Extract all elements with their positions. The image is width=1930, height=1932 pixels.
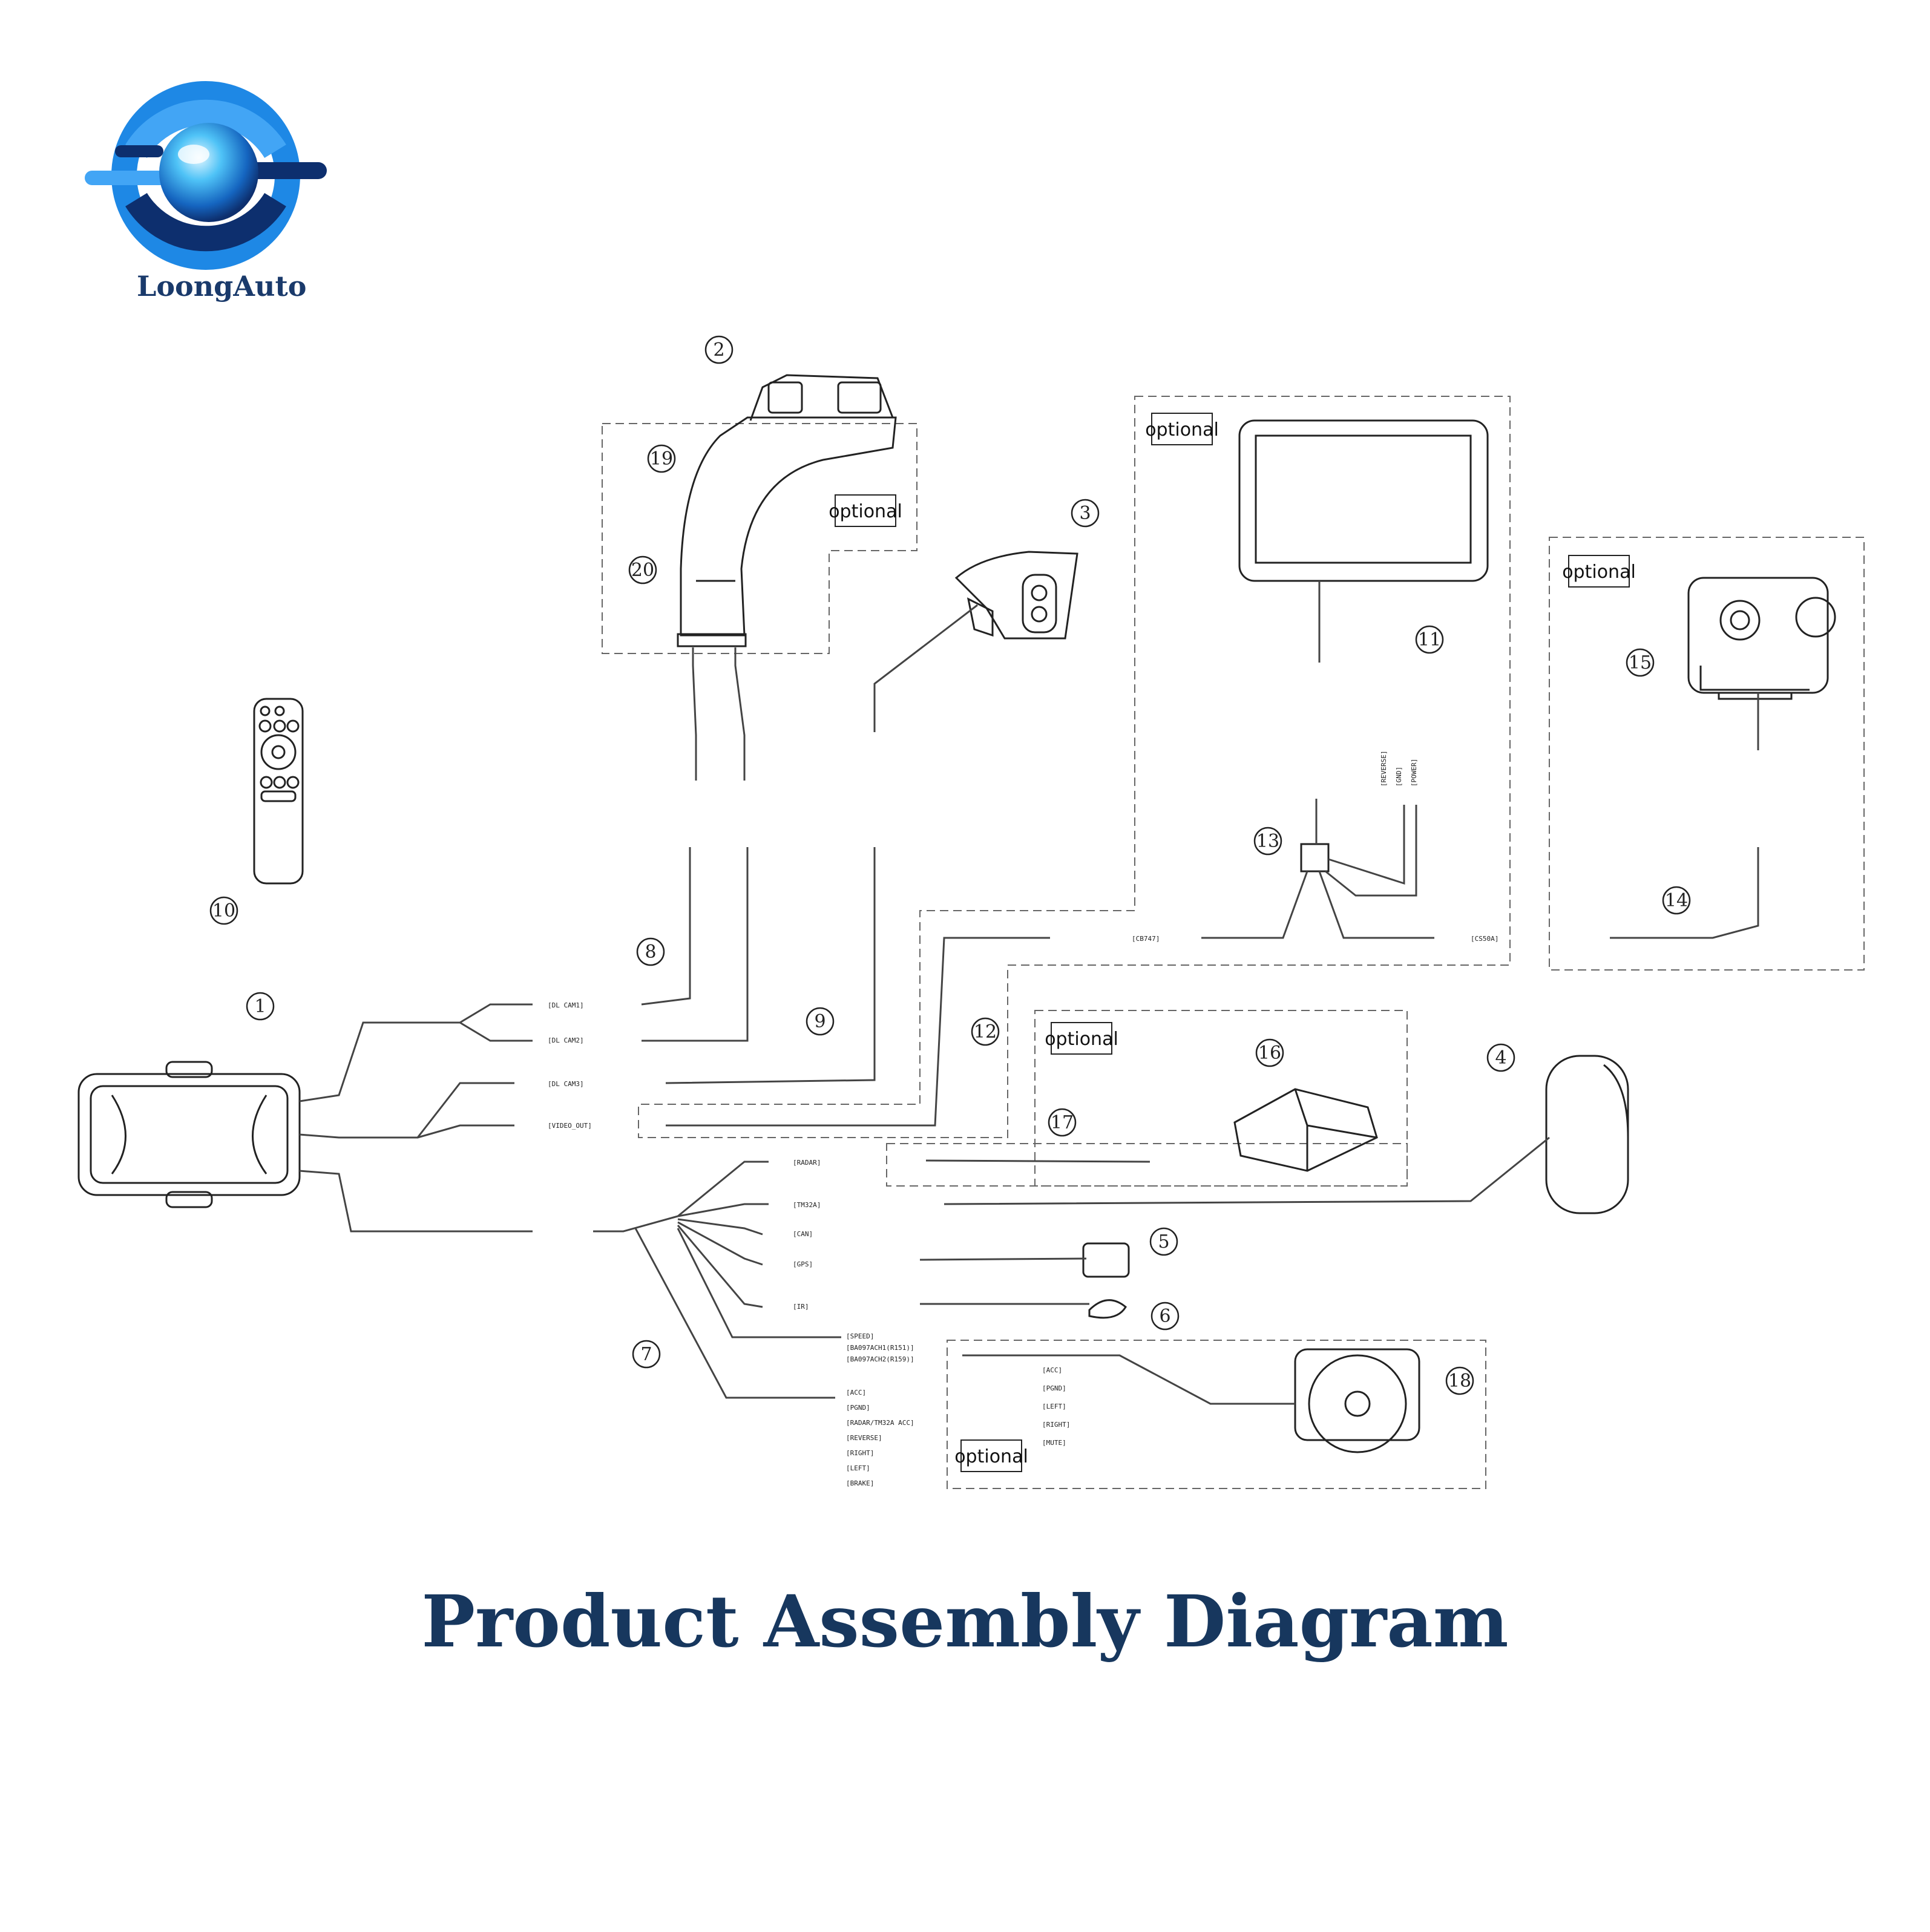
label-brake: [BRAKE] [846, 1479, 874, 1487]
callout-4: 4 [1486, 1043, 1515, 1072]
label-dl-cam1: [DL CAM1] [548, 1001, 584, 1009]
label-can: [CAN] [793, 1230, 813, 1238]
svg-text:13: 13 [1256, 831, 1279, 852]
callout-17: 17 [1048, 1108, 1077, 1137]
callout-16: 16 [1255, 1038, 1284, 1067]
label-radar-tm32a-acc: [RADAR/TM32A ACC] [846, 1419, 914, 1427]
svg-text:19: 19 [650, 448, 673, 470]
label-dl-cam2: [DL CAM2] [548, 1036, 584, 1044]
callout-1: 1 [246, 992, 275, 1021]
callout-5: 5 [1149, 1227, 1178, 1256]
svg-text:18: 18 [1448, 1370, 1471, 1392]
callout-19: 19 [647, 444, 676, 473]
svg-text:9: 9 [814, 1011, 826, 1032]
label-speaker-acc: [ACC] [1042, 1366, 1062, 1374]
side-camera [954, 551, 1078, 640]
brand-name: LoongAuto [137, 270, 307, 303]
svg-text:17: 17 [1051, 1112, 1074, 1133]
page-title: Product Assembly Diagram [421, 1579, 1509, 1663]
label-reverse: [REVERSE] [846, 1434, 882, 1442]
callout-9: 9 [806, 1007, 835, 1036]
optional-tag-handle: optional [829, 501, 902, 522]
label-radar: [RADAR] [793, 1159, 821, 1167]
svg-text:5: 5 [1158, 1231, 1169, 1253]
label-ir: [IR] [793, 1303, 809, 1311]
label-gps: [GPS] [793, 1260, 813, 1268]
label-ba097ach1: [BA097ACH1(R151)] [846, 1344, 914, 1352]
callout-11: 11 [1415, 625, 1444, 654]
svg-text:3: 3 [1079, 503, 1091, 524]
label-speaker-left: [LEFT] [1042, 1403, 1066, 1410]
label-acc: [ACC] [846, 1389, 866, 1397]
svg-text:2: 2 [713, 339, 724, 361]
optional-boxes [602, 396, 1865, 1489]
cables [299, 581, 1759, 1405]
gps-antenna [1082, 1242, 1130, 1278]
svg-text:16: 16 [1258, 1043, 1281, 1064]
label-pgnd: [PGND] [846, 1404, 870, 1412]
main-unit [77, 1061, 301, 1208]
callout-14: 14 [1662, 886, 1691, 915]
svg-text:6: 6 [1159, 1306, 1170, 1327]
rear-camera [1687, 577, 1836, 700]
loongauto-logo [85, 81, 327, 270]
svg-text:10: 10 [212, 900, 235, 922]
callout-18: 18 [1445, 1366, 1474, 1395]
svg-text:1: 1 [254, 996, 266, 1017]
svg-text:15: 15 [1629, 652, 1652, 673]
optional-tag-screen: optional [1145, 419, 1219, 440]
optional-tags: optional optional optional optional opti… [829, 413, 1636, 1472]
svg-text:7: 7 [640, 1344, 652, 1365]
wireless-module [1545, 1055, 1629, 1214]
label-right: [RIGHT] [846, 1449, 874, 1457]
callout-2: 2 [704, 335, 734, 364]
callout-10: 10 [209, 896, 238, 925]
connector-labels: [DL CAM1] [DL CAM2] [DL CAM3] [VIDEO_OUT… [548, 750, 1498, 1487]
optional-tag-rear-camera: optional [1562, 562, 1636, 583]
callout-15: 15 [1626, 648, 1655, 677]
label-screen-gnd: [GND] [1395, 767, 1403, 787]
svg-text:11: 11 [1418, 629, 1441, 650]
label-left: [LEFT] [846, 1464, 870, 1472]
callout-6: 6 [1150, 1302, 1180, 1331]
speaker [1294, 1348, 1420, 1453]
label-screen-power: [POWER] [1410, 759, 1418, 787]
callout-3: 3 [1071, 499, 1100, 528]
optional-tag-radar: optional [1045, 1029, 1118, 1050]
label-speed: [SPEED] [846, 1332, 874, 1340]
remote-control [253, 698, 304, 885]
label-dl-cam3: [DL CAM3] [548, 1080, 584, 1088]
callout-8: 8 [636, 937, 665, 966]
label-ba097ach2: [BA097ACH2(R159)] [846, 1355, 914, 1363]
radar-module [1233, 1088, 1378, 1172]
label-cs50a: [CS50A] [1471, 935, 1498, 943]
callout-12: 12 [971, 1017, 1000, 1046]
monitor-screen [1238, 419, 1489, 582]
callout-7: 7 [632, 1340, 661, 1369]
handle-camera [677, 374, 897, 647]
label-screen-reverse: [REVERSE] [1380, 750, 1388, 787]
label-speaker-right: [RIGHT] [1042, 1421, 1070, 1429]
optional-tag-speaker: optional [954, 1446, 1028, 1467]
label-speaker-pgnd: [PGND] [1042, 1384, 1066, 1392]
callout-13: 13 [1253, 827, 1282, 856]
label-video-out: [VIDEO_OUT] [548, 1122, 592, 1130]
label-cb747: [CB747] [1132, 935, 1160, 943]
svg-text:20: 20 [631, 560, 654, 581]
cable-splitter [1300, 843, 1330, 873]
callout-20: 20 [628, 555, 657, 585]
svg-text:14: 14 [1665, 890, 1688, 911]
ir-receiver [1088, 1299, 1127, 1319]
svg-text:8: 8 [645, 941, 656, 963]
svg-text:12: 12 [974, 1021, 997, 1043]
svg-text:4: 4 [1495, 1047, 1506, 1069]
label-tm32a: [TM32A] [793, 1201, 821, 1209]
label-speaker-mute: [MUTE] [1042, 1439, 1066, 1447]
